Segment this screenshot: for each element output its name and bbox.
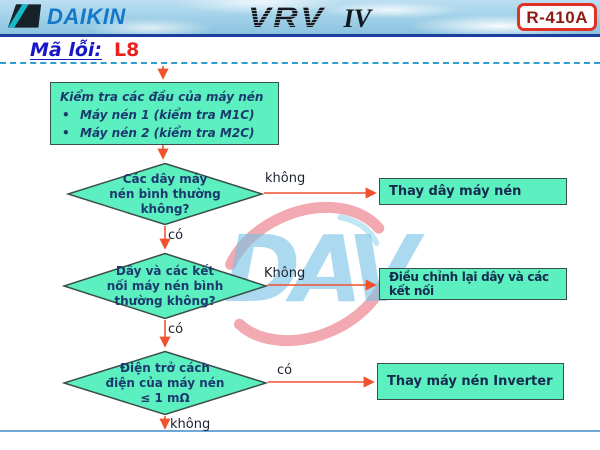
- error-code-label: Mã lỗi:: [30, 39, 103, 61]
- error-code-value: L8: [114, 39, 140, 61]
- daikin-icon: [8, 4, 42, 28]
- flow-arrows: [157, 66, 377, 430]
- dav-watermark: DAV: [214, 200, 419, 348]
- vrv-logo: VRV IV: [248, 2, 371, 35]
- decision-text: Điện trở cách điện của máy nén ≤ 1 mΩ: [105, 360, 225, 405]
- action-replace-wires: Thay dây máy nén: [379, 178, 567, 205]
- daikin-logo: DAIKIN: [8, 3, 126, 30]
- edge-label-no-3: không: [170, 417, 211, 432]
- dashed-divider: [0, 62, 600, 64]
- action-adjust-connections: Điều chỉnh lại dây và các kết nối: [379, 268, 567, 300]
- decision-compressor-wires: Các dây máy nén bình thường không?: [66, 162, 264, 226]
- edge-label-no-1: không: [265, 171, 306, 186]
- edge-label-yes-3: có: [277, 363, 293, 378]
- decision-compressor-connections: Dây và các kết nối máy nén bình thường k…: [62, 252, 268, 320]
- error-code-row: Mã lỗi: L8: [30, 39, 139, 61]
- decision-insulation-resistance: Điện trở cách điện của máy nén ≤ 1 mΩ: [62, 350, 268, 416]
- start-box-item: • Máy nén 1 (kiểm tra M1C): [60, 106, 270, 124]
- diamond-shape: [62, 252, 268, 320]
- bottom-rule: [0, 430, 600, 432]
- vrv-wordmark: VRV: [248, 2, 326, 34]
- vrv-generation: IV: [343, 4, 372, 33]
- edge-label-yes-1: có: [168, 228, 184, 243]
- diamond-shape: [66, 162, 264, 226]
- refrigerant-badge: R-410A: [517, 3, 597, 31]
- action-replace-inverter-compressor: Thay máy nén Inverter: [377, 363, 564, 400]
- start-box-item: • Máy nén 2 (kiểm tra M2C): [60, 124, 270, 142]
- start-box-title: Kiểm tra các đầu của máy nén: [60, 90, 264, 104]
- edge-label-no-2: Không: [264, 266, 306, 281]
- start-box-item-text: Máy nén 1 (kiểm tra M1C): [80, 108, 255, 122]
- diamond-shape: [62, 350, 268, 416]
- daikin-wordmark: DAIKIN: [47, 3, 126, 29]
- bullet: •: [62, 126, 70, 140]
- edge-label-yes-2: có: [168, 322, 184, 337]
- header-banner: DAIKIN VRV IV R-410A: [0, 0, 600, 37]
- start-box: Kiểm tra các đầu của máy nén • Máy nén 1…: [50, 82, 279, 145]
- start-box-item-text: Máy nén 2 (kiểm tra M2C): [80, 126, 255, 140]
- decision-text: Các dây máy nén bình thường không?: [109, 171, 221, 216]
- bullet: •: [62, 108, 70, 122]
- decision-text: Dây và các kết nối máy nén bình thường k…: [106, 263, 224, 308]
- dav-watermark-swoosh: [218, 201, 396, 347]
